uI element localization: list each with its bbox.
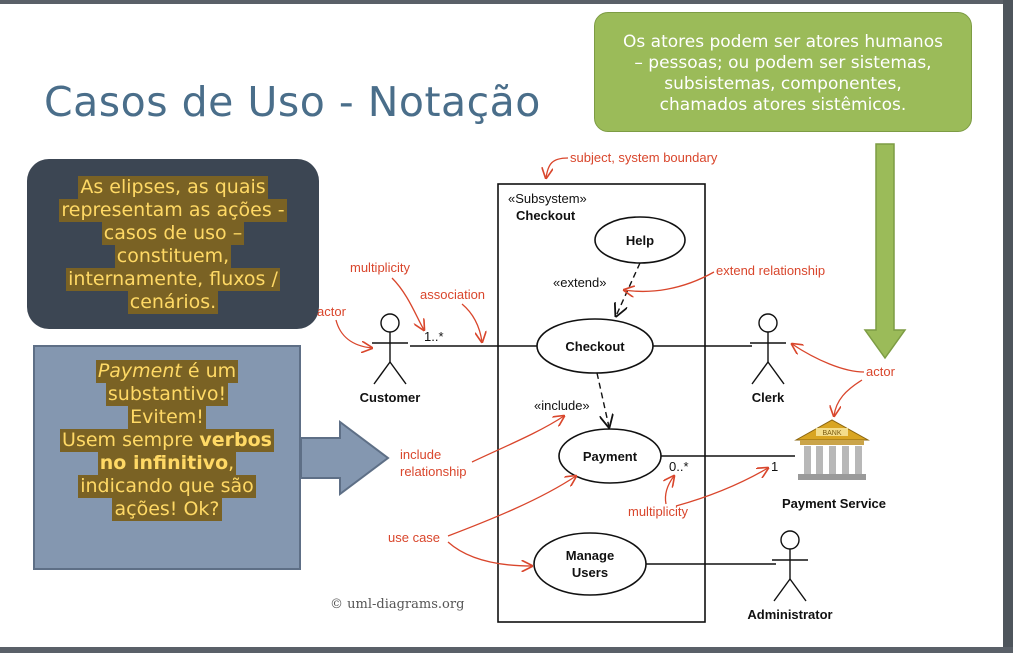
actors-note-line: chamados atores sistêmicos. xyxy=(659,95,907,115)
annotation-subject-arrow xyxy=(546,157,569,178)
include-stereotype: «include» xyxy=(534,398,590,413)
naming-note: Payment é um substantivo! Evitem! Usem s… xyxy=(33,345,301,570)
naming-note-line: substantivo! xyxy=(105,383,229,406)
actor-administrator xyxy=(772,530,808,602)
extend-stereotype: «extend» xyxy=(553,275,607,290)
naming-note-line: Payment é um xyxy=(95,360,239,383)
slide-bottom-border xyxy=(0,647,1013,653)
annotation-multiplicity-bottom-arrow-right xyxy=(675,468,768,507)
use-case-manage-users xyxy=(533,532,647,596)
use-case-help-label: Help xyxy=(626,233,654,248)
actor-customer-label: Customer xyxy=(360,390,421,405)
ellipses-note-line: cenários. xyxy=(127,291,219,314)
actor-clerk xyxy=(750,313,786,385)
naming-note-line: ações! Ok? xyxy=(112,498,222,521)
annotation-multiplicity-bottom-arrow-left xyxy=(665,476,674,505)
annotation-actor-right-clerk-arrow xyxy=(792,344,865,373)
annotation-actor-left-arrow xyxy=(335,319,372,348)
slide-right-border xyxy=(1003,0,1013,653)
annotation-actor-left: actor xyxy=(317,304,347,319)
annotation-association: association xyxy=(420,287,485,302)
ellipses-note-line: As elipses, as quais xyxy=(78,176,268,199)
use-case-payment-label: Payment xyxy=(583,449,638,464)
use-case-checkout-label: Checkout xyxy=(565,339,625,354)
slide-top-border xyxy=(0,0,1013,4)
actor-administrator-label: Administrator xyxy=(747,607,832,622)
pointer-arrow-down xyxy=(863,143,907,360)
ellipses-note: As elipses, as quais representam as açõe… xyxy=(27,159,319,329)
annotation-use-case: use case xyxy=(388,530,440,545)
system-boundary xyxy=(497,183,706,623)
multiplicity-service: 1 xyxy=(771,459,778,474)
naming-note-line: no infinitivo, xyxy=(97,452,237,475)
naming-note-line: indicando que são xyxy=(78,475,256,498)
actors-note-line: subsistemas, componentes, xyxy=(664,74,902,94)
ellipses-note-line: representam as ações - xyxy=(59,199,287,222)
annotation-association-arrow xyxy=(461,303,482,342)
multiplicity-payment: 0..* xyxy=(669,459,689,474)
slide-title: Casos de Uso - Notação xyxy=(44,78,541,126)
naming-note-bold: verbos xyxy=(199,429,272,451)
use-case-manage-label: Users xyxy=(572,565,608,580)
naming-note-line: Usem sempre verbos xyxy=(60,429,274,452)
bank-sign: BANK xyxy=(822,430,841,437)
annotation-use-case-arrow-payment xyxy=(447,476,576,537)
ellipses-note-line: internamente, fluxos / xyxy=(66,268,280,291)
naming-note-bold: no infinitivo xyxy=(99,452,229,474)
annotation-multiplicity-bottom: multiplicity xyxy=(628,504,688,519)
annotation-multiplicity-top: multiplicity xyxy=(350,260,410,275)
subsystem-name: Checkout xyxy=(516,208,576,223)
annotation-include: relationship xyxy=(400,464,467,479)
naming-note-text: é um xyxy=(181,360,237,382)
annotation-extend-relationship: extend relationship xyxy=(716,263,825,278)
multiplicity-customer: 1..* xyxy=(424,329,444,344)
naming-note-text: Usem sempre xyxy=(62,429,200,451)
naming-note-text: , xyxy=(228,452,235,474)
annotation-subject: subject, system boundary xyxy=(570,150,718,165)
naming-note-line: Evitem! xyxy=(128,406,206,429)
annotation-multiplicity-top-arrow xyxy=(391,277,424,330)
annotation-include: include xyxy=(400,447,441,462)
annotation-extend-arrow xyxy=(624,271,715,291)
copyright-text: © uml-diagrams.org xyxy=(330,597,464,612)
annotation-include-arrow xyxy=(471,416,564,463)
actors-note-line: – pessoas; ou podem ser sistemas, xyxy=(634,53,932,73)
ellipses-note-line: constituem, xyxy=(114,245,232,268)
include-dependency xyxy=(596,372,609,427)
pointer-arrow-left xyxy=(300,420,390,496)
use-case-manage-label: Manage xyxy=(566,548,614,563)
subsystem-stereotype: «Subsystem» xyxy=(508,191,587,206)
extend-dependency xyxy=(616,262,641,316)
actors-note: Os atores podem ser atores humanos – pes… xyxy=(594,12,972,132)
ellipses-note-line: casos de uso – xyxy=(101,222,245,245)
actor-clerk-label: Clerk xyxy=(752,390,785,405)
actor-customer xyxy=(372,313,408,385)
bank-icon: BANK xyxy=(794,419,870,480)
annotation-actor-right: actor xyxy=(866,364,896,379)
annotation-use-case-arrow-manage xyxy=(447,541,532,566)
actor-payment-service-label: Payment Service xyxy=(782,496,886,511)
naming-note-emphasis: Payment xyxy=(97,360,182,382)
actors-note-line: Os atores podem ser atores humanos xyxy=(623,32,943,52)
annotation-actor-right-bank-arrow xyxy=(834,379,863,416)
